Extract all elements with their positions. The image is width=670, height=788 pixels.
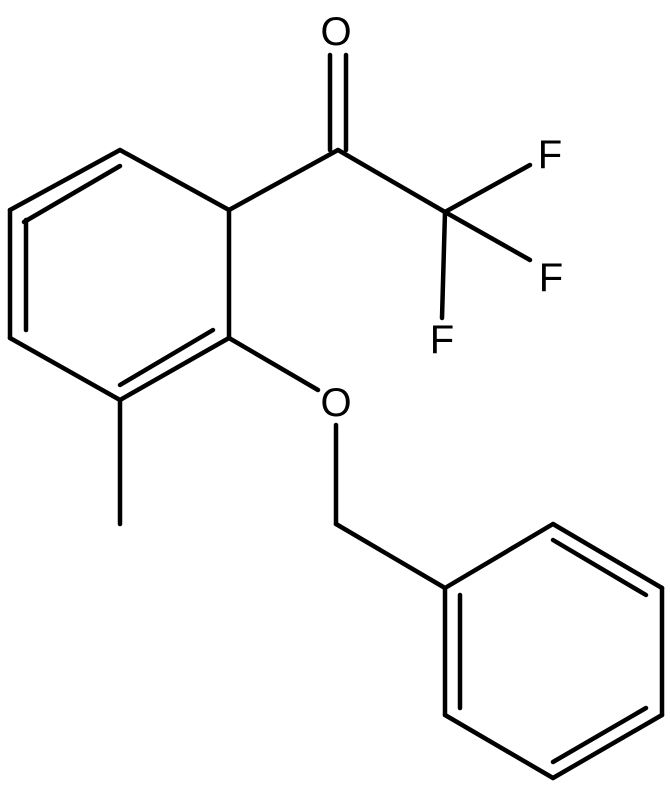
ring-b-inner-bond	[550, 705, 649, 765]
c-f-bond	[442, 162, 533, 215]
ring-a-bond	[117, 147, 232, 213]
ring-b-inner-bond	[550, 537, 649, 598]
ch2-to-phenyl-bond	[333, 521, 448, 591]
c-f-bond	[442, 209, 533, 263]
atom-label-fluorine-top: F	[538, 133, 562, 177]
ring-to-carbonyl-bond	[226, 147, 341, 213]
ring-a-inner-bond	[21, 163, 123, 225]
ring-b-bond	[442, 521, 556, 591]
ring-b-bond	[442, 712, 556, 781]
carbonyl-to-cf3-bond	[335, 147, 448, 215]
ring-a-inner-bond	[117, 327, 216, 388]
ring-a-bond	[7, 147, 123, 213]
bond-lines	[7, 52, 665, 781]
ring-to-oxygen-bond	[226, 335, 321, 393]
c-f-bond	[439, 209, 448, 321]
ring-a-bond	[7, 335, 123, 403]
ring-a-bond	[117, 335, 232, 403]
atom-label-fluorine-right: F	[539, 256, 563, 300]
ring-b-bond	[550, 521, 665, 591]
ring-b-bond	[550, 712, 665, 781]
atom-label-carbonyl-oxygen: O	[320, 10, 351, 54]
atom-label-ether-oxygen: O	[320, 381, 351, 425]
atom-label-fluorine-bottom: F	[430, 318, 454, 362]
